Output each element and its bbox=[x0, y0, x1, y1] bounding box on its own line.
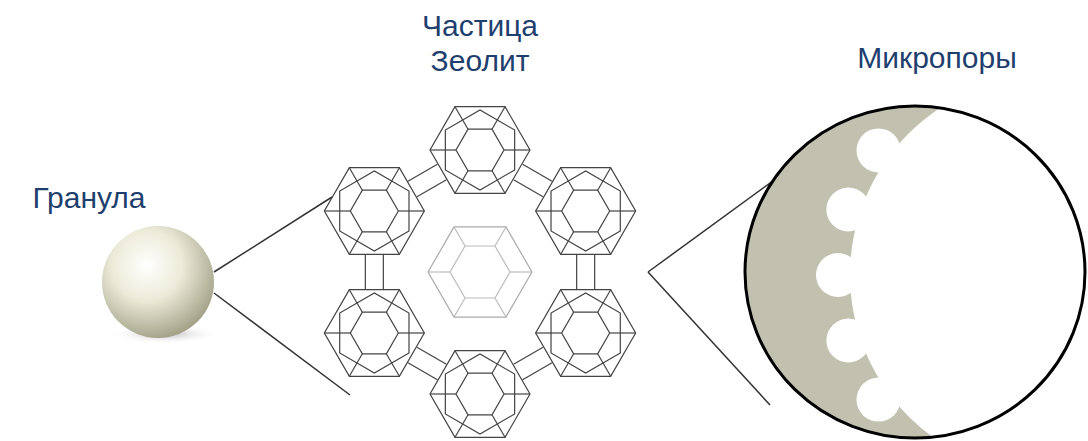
magnifier-circle bbox=[745, 106, 1085, 438]
granule-sphere bbox=[102, 226, 214, 338]
micropore-view bbox=[740, 75, 1088, 441]
part-label: Частица Зеолит bbox=[405, 8, 555, 78]
zoom-lines bbox=[214, 148, 818, 405]
zeolite-framework bbox=[324, 107, 635, 438]
part-label: Гранула bbox=[4, 180, 174, 215]
part-label: Микропоры bbox=[827, 40, 1047, 75]
